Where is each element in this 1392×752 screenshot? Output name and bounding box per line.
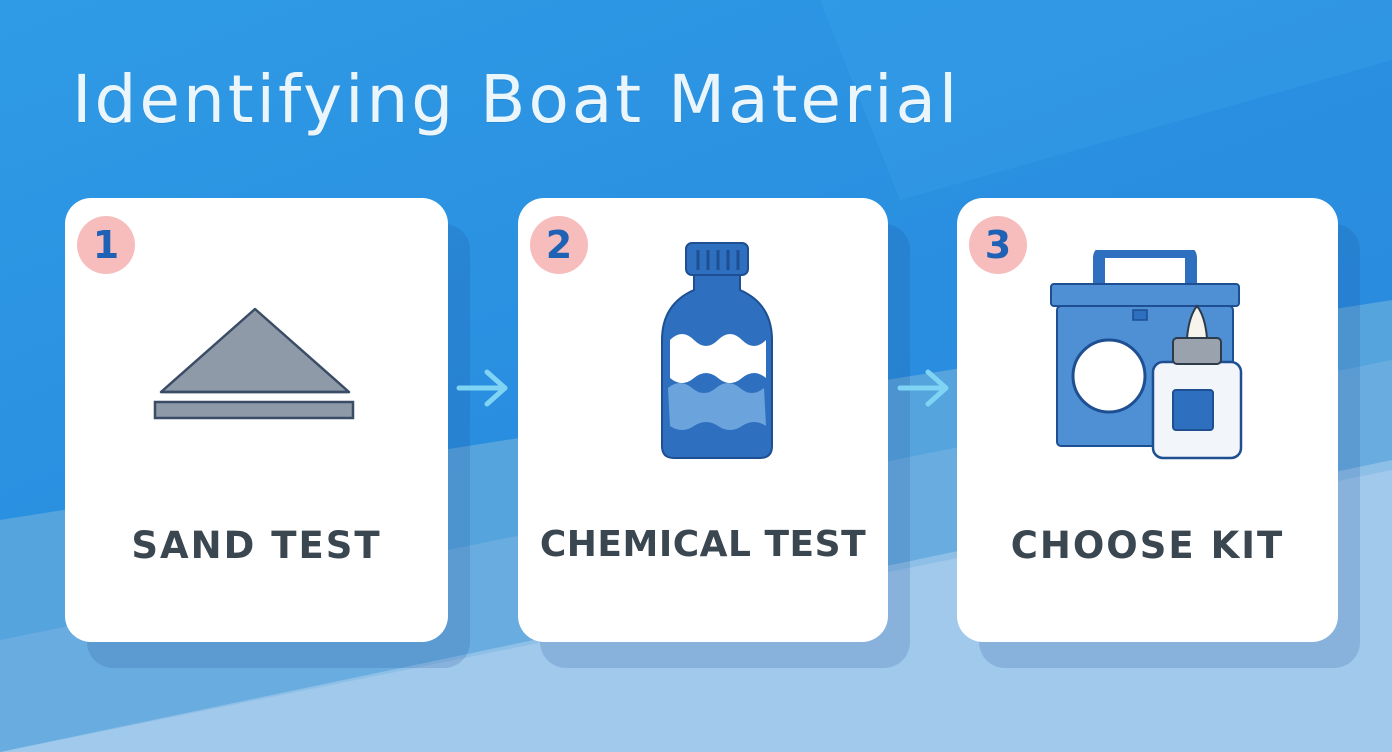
right-arrow-icon (897, 369, 949, 407)
step-number-badge: 3 (969, 216, 1027, 274)
chemical-bottle-icon (661, 242, 773, 459)
step-number-badge: 1 (77, 216, 135, 274)
step-card-sand-test: 1 SAND TEST (65, 198, 448, 642)
step-card-chemical-test: 2 CHEMICAL TEST (518, 198, 888, 642)
repair-kit-icon (1050, 250, 1243, 460)
page-title: Identifying Boat Material (72, 61, 961, 138)
step-label: SAND TEST (131, 524, 382, 567)
step-number-badge: 2 (530, 216, 588, 274)
step-card-choose-kit: 3 CHOOSE KIT (957, 198, 1338, 642)
step-label: CHOOSE KIT (1010, 524, 1285, 567)
sandpaper-icon (153, 307, 355, 420)
right-arrow-icon (456, 369, 508, 407)
step-label: CHEMICAL TEST (539, 524, 867, 565)
